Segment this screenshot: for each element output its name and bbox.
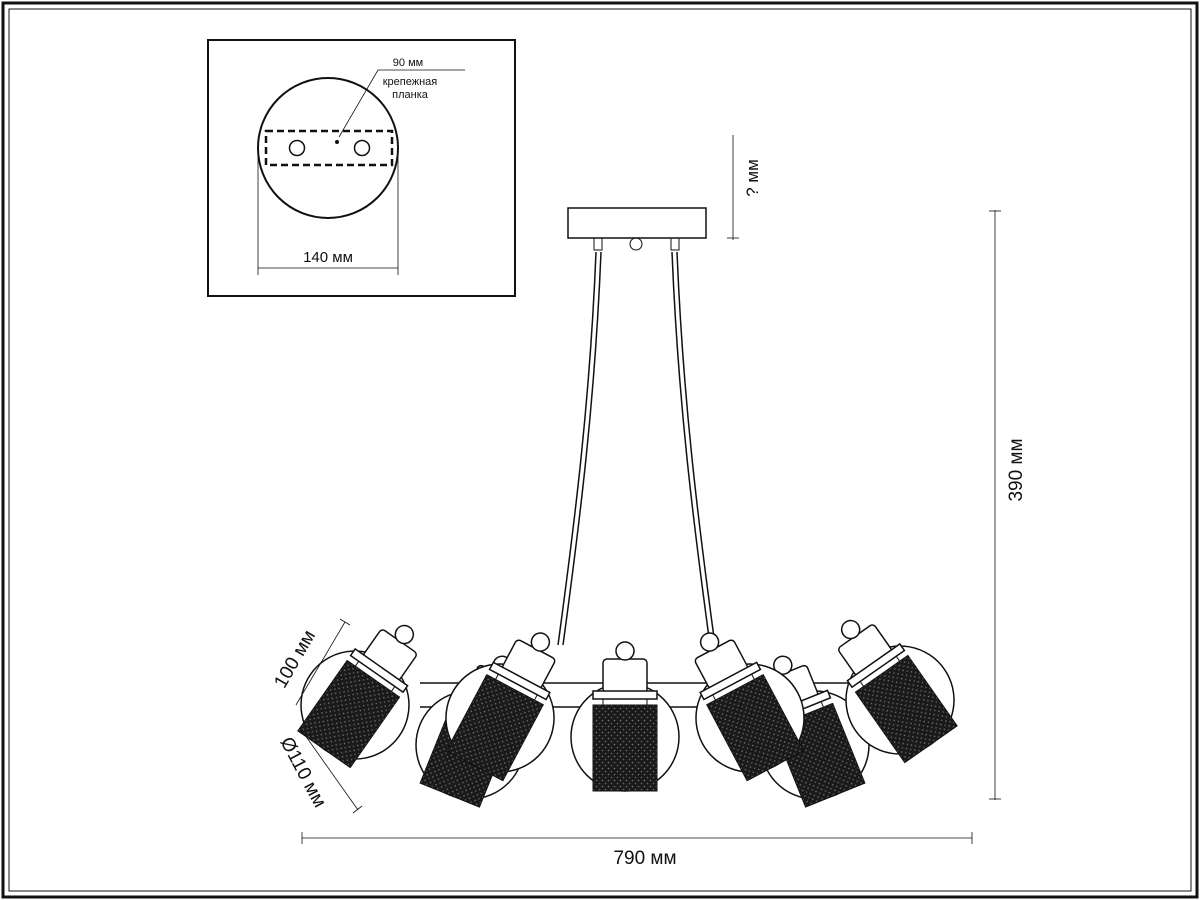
dimension-cable: ? мм	[727, 135, 762, 240]
lamp-shade	[570, 641, 680, 792]
bracket-label-line1: крепежная	[383, 76, 438, 88]
cable-length-label: ? мм	[743, 159, 762, 197]
canopy	[567, 207, 707, 251]
dimension-width: 790 мм	[301, 832, 973, 869]
canopy-diameter-label: 140 мм	[303, 249, 353, 266]
bracket-label-line2: планка	[392, 89, 429, 101]
mounting-inset: 90 мм крепежная планка 140 мм	[207, 39, 516, 297]
height-label: 390 мм	[1006, 438, 1027, 501]
dimension-height: 390 мм	[989, 210, 1027, 800]
suspension-cables	[557, 251, 716, 646]
bracket-width-label: 90 мм	[393, 57, 423, 69]
width-label: 790 мм	[613, 848, 676, 869]
lamps	[279, 590, 976, 817]
